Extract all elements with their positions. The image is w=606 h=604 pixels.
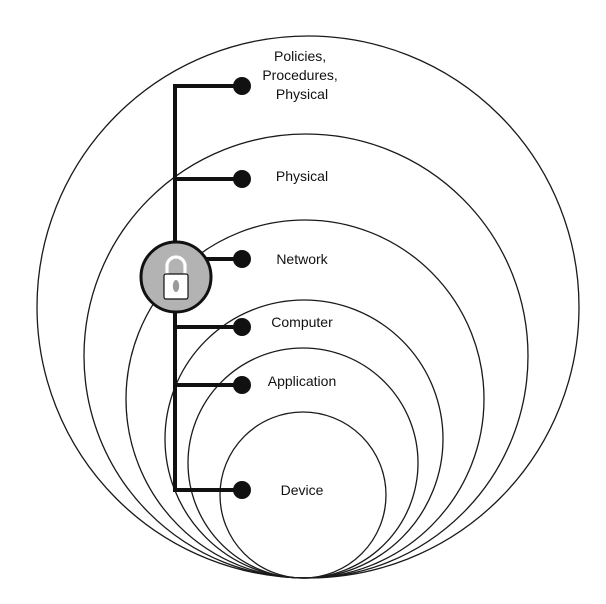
label-policies: Policies, Procedures, Physical xyxy=(262,48,341,102)
padlock-shackle xyxy=(165,255,187,276)
layer-connectors xyxy=(173,77,251,499)
dot-physical xyxy=(233,170,251,188)
dot-application xyxy=(233,376,251,394)
dot-device xyxy=(233,481,251,499)
ring-physical xyxy=(83,133,529,579)
ring-computer xyxy=(164,299,444,579)
dot-computer xyxy=(233,318,251,336)
layer-labels: Policies, Procedures, Physical Physical … xyxy=(262,48,341,498)
layer-rings xyxy=(36,35,580,579)
padlock-icon xyxy=(139,240,213,314)
label-network: Network xyxy=(276,251,328,267)
label-application: Application xyxy=(268,373,337,389)
label-physical: Physical xyxy=(276,168,328,184)
label-device: Device xyxy=(281,482,324,498)
label-computer: Computer xyxy=(271,314,333,330)
ring-device xyxy=(219,411,387,579)
padlock-keyhole xyxy=(172,280,180,292)
dot-network xyxy=(233,250,251,268)
dot-policies xyxy=(233,77,251,95)
